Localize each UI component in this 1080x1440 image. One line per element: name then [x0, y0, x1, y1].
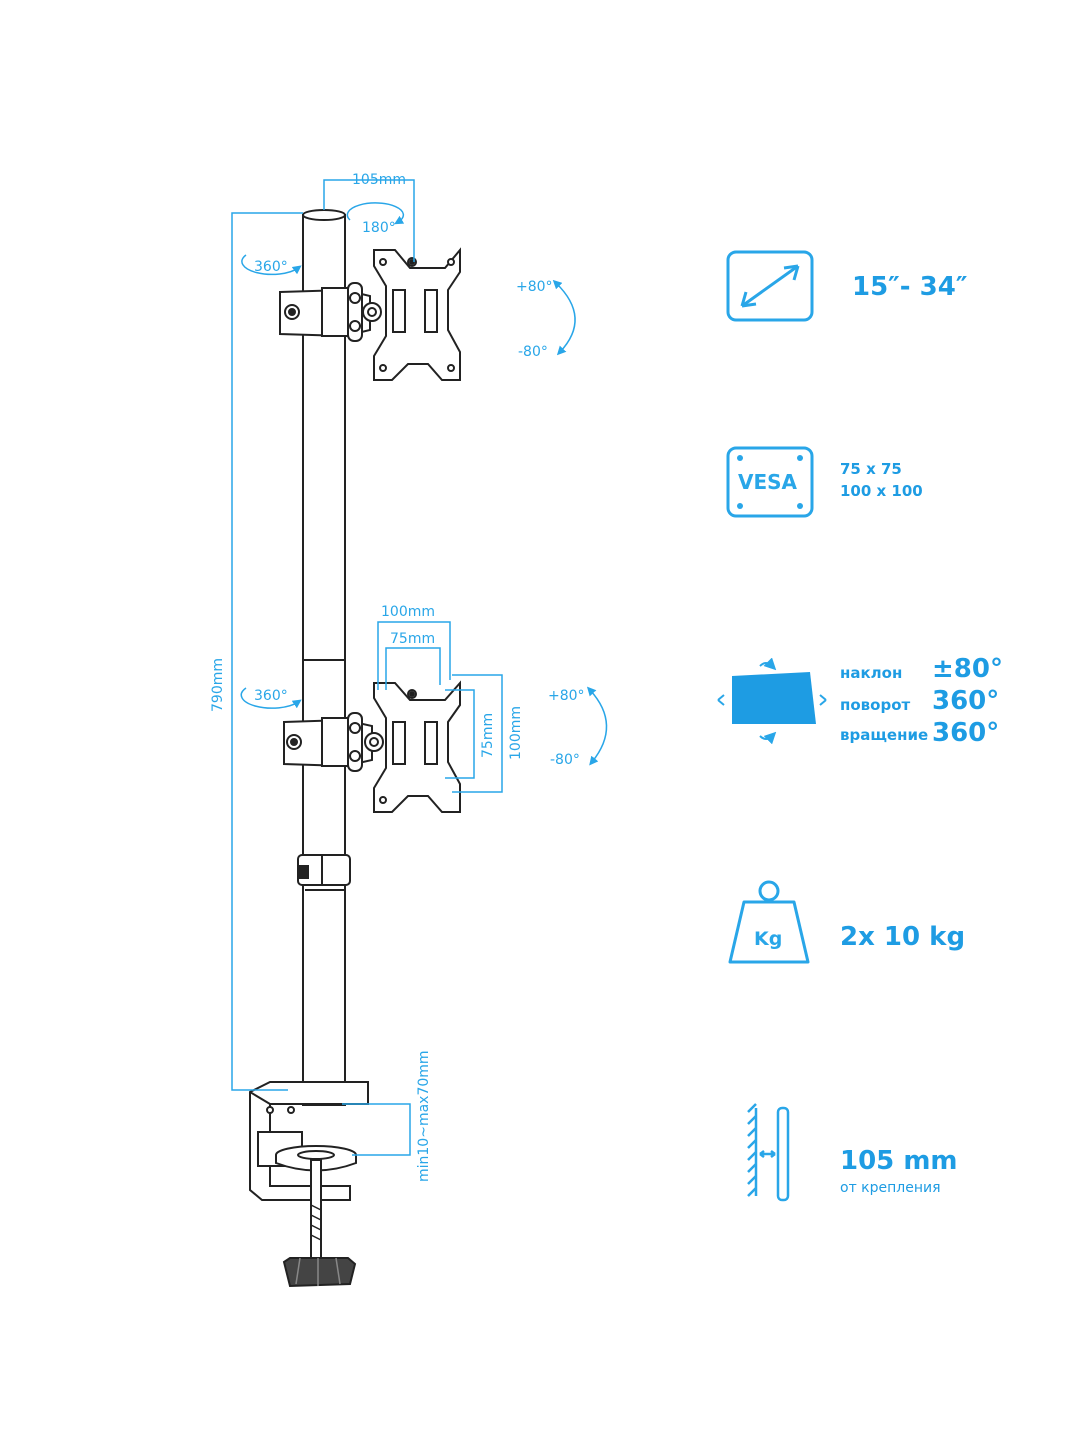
vesa-100-v: 100mm [508, 706, 524, 760]
tilt-top-plus: +80° [516, 279, 553, 295]
clamp-range: min10~max70mm [416, 1050, 432, 1182]
tilt-label: наклон [840, 664, 903, 682]
dimension-lines [231, 179, 503, 1156]
screen-size-value: 15″- 34″ [852, 272, 968, 302]
upper-bracket [279, 282, 382, 342]
vesa-100-h: 100mm [381, 604, 435, 620]
rotation-arcs [240, 202, 608, 766]
vesa-75-v: 75mm [480, 713, 496, 758]
rot-360-top-label: 360° [254, 259, 288, 275]
vesa-icon-text: VESA [738, 470, 798, 494]
rotation-label: вращение [840, 726, 929, 744]
vesa-icon [726, 446, 814, 518]
desk-clamp [249, 1081, 369, 1288]
screen-rotation-icon [717, 657, 827, 745]
pole-collar [297, 854, 351, 886]
vesa-75-h: 75mm [390, 631, 435, 647]
rotation-value: 360° [932, 718, 1000, 748]
tilt-mid-minus: -80° [550, 752, 580, 768]
swivel-label: поворот [840, 696, 911, 714]
weight-icon-text: Kg [754, 928, 782, 950]
swivel-value: 360° [932, 686, 1000, 716]
tilt-mid-plus: +80° [548, 688, 585, 704]
rot-180-label: 180° [362, 220, 396, 236]
weight-value: 2x 10 kg [840, 922, 966, 952]
upper-vesa-plate [373, 247, 461, 381]
tilt-top-minus: -80° [518, 344, 548, 360]
diagonal-arrow-icon [726, 250, 814, 322]
rot-360-mid-label: 360° [254, 688, 288, 704]
vesa-line-2: 100 x 100 [840, 482, 923, 500]
middle-vesa-plate [373, 680, 461, 813]
vesa-line-1: 75 x 75 [840, 460, 902, 478]
weight-icon [728, 880, 810, 964]
tilt-value: ±80° [932, 654, 1003, 684]
middle-bracket [283, 712, 384, 772]
dim-top-width: 105mm [352, 172, 406, 188]
distance-sub: от крепления [840, 1180, 941, 1196]
pole [302, 209, 346, 1106]
wall-distance-icon [747, 1103, 790, 1202]
distance-value: 105 mm [840, 1146, 958, 1176]
dim-height: 790mm [210, 658, 226, 712]
